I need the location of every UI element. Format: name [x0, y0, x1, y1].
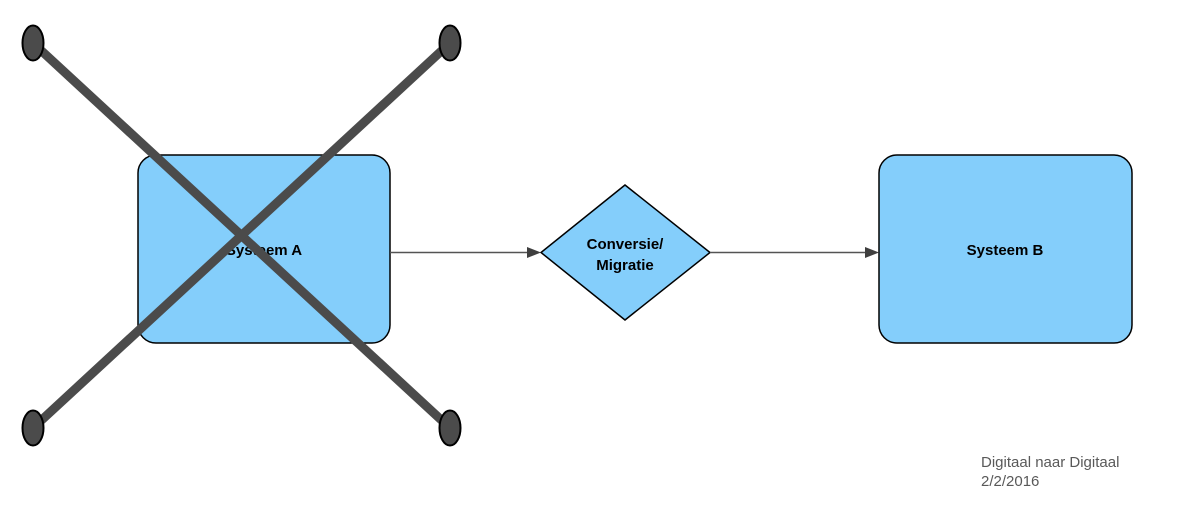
node-conversie-diamond — [539, 184, 712, 321]
cross-endpoint-top-left — [21, 24, 45, 62]
cross-stroke-2 — [29, 39, 454, 432]
footer-caption: Digitaal naar Digitaal 2/2/2016 — [981, 453, 1119, 491]
node-conversie-label-line2: Migratie — [596, 257, 654, 274]
node-conversie-label-line1: Conversie/ — [587, 236, 665, 253]
cross-endpoint-bottom-right — [438, 409, 462, 447]
node-system-b — [878, 154, 1133, 344]
cross-endpoint-top-right — [438, 24, 462, 62]
arrowhead-to-system-b-icon — [865, 247, 879, 258]
footer-caption-line1: Digitaal naar Digitaal — [981, 454, 1120, 471]
footer-caption-line2: 2/2/2016 — [981, 473, 1040, 490]
arrowhead-to-conversie-icon — [527, 247, 541, 258]
cross-endpoint-bottom-left — [21, 409, 45, 447]
node-system-b-label: Systeem B — [967, 242, 1044, 259]
